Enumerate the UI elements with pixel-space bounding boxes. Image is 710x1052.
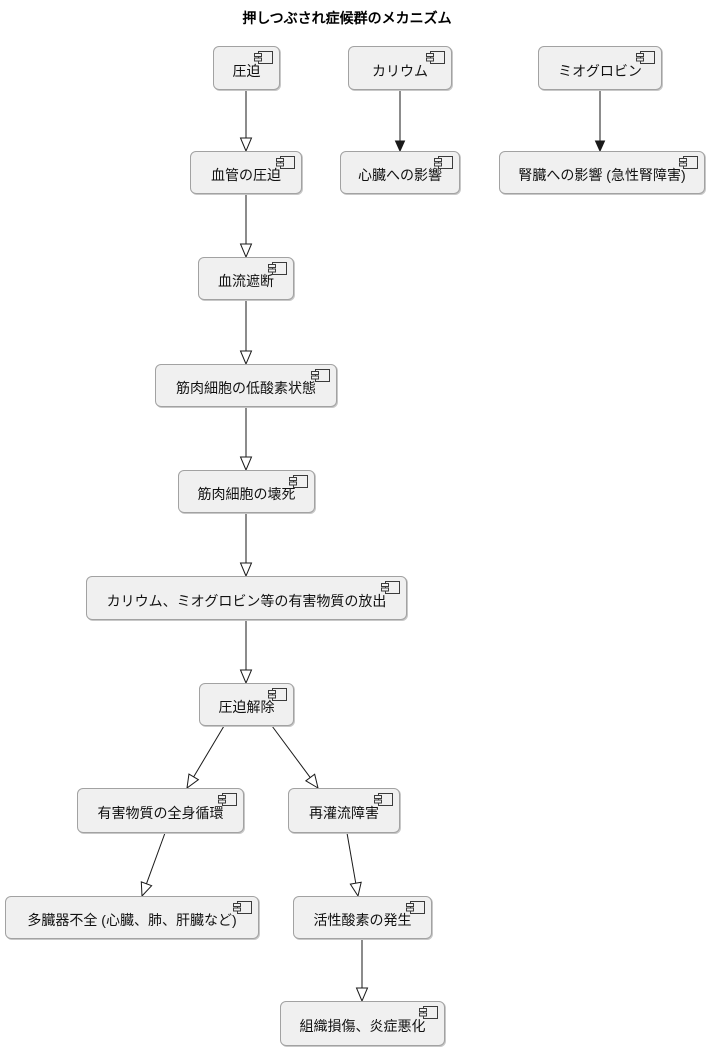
node-label-reperfusion-injury: 再灌流障害 [309, 805, 379, 821]
node-label-multi-organ-failure: 多臓器不全 (心臓、肺、肝臓など) [27, 912, 237, 928]
arrowhead-open-reperfusion-injury-to-ros-generation [349, 881, 362, 898]
component-icon [434, 156, 453, 169]
component-icon [311, 369, 330, 382]
node-label-toxin-release: カリウム、ミオグロビン等の有害物質の放出 [106, 592, 387, 609]
component-icon [276, 156, 295, 169]
edge-reperfusion-injury-to-ros-generation [346, 832, 357, 884]
node-label-muscle-necrosis: 筋肉細胞の壊死 [197, 486, 296, 502]
node-systemic-circulation: 有害物質の全身循環 [77, 788, 244, 833]
arrowhead-open-compression-release-to-reperfusion-injury [304, 773, 319, 790]
component-icon [268, 688, 287, 701]
component-icon [679, 156, 698, 169]
node-kidney-effect: 腎臓への影響 (急性腎障害) [499, 151, 705, 194]
edge-compression-release-to-systemic-circulation [193, 725, 225, 778]
component-icon [381, 581, 400, 594]
arrowhead-open-ros-generation-to-tissue-damage [355, 987, 369, 1003]
arrowhead-open-vascular-compression-to-blood-flow-blockage [239, 243, 253, 259]
node-label-kidney-effect: 腎臓への影響 (急性腎障害) [518, 167, 686, 183]
arrowhead-open-muscle-hypoxia-to-muscle-necrosis [239, 456, 253, 472]
arrowhead-open-toxin-release-to-compression-release [239, 669, 253, 685]
node-label-muscle-hypoxia: 筋肉細胞の低酸素状態 [176, 380, 316, 396]
node-muscle-hypoxia: 筋肉細胞の低酸素状態 [155, 364, 337, 407]
node-label-vascular-compression: 血管の圧迫 [211, 167, 281, 183]
node-label-compression-release: 圧迫解除 [218, 699, 275, 715]
component-icon [636, 51, 655, 64]
component-icon [233, 901, 252, 914]
node-label-compression: 圧迫 [232, 62, 261, 79]
node-label-myoglobin: ミオグロビン [558, 62, 642, 79]
arrowhead-open-systemic-circulation-to-multi-organ-failure [140, 881, 153, 898]
node-label-blood-flow-blockage: 血流遮断 [218, 273, 274, 289]
node-compression: 圧迫 [213, 46, 280, 90]
node-label-heart-effect: 心臓への影響 [358, 167, 442, 183]
diagram-title: 押しつぶされ症候群のメカニズム [242, 10, 452, 26]
node-multi-organ-failure: 多臓器不全 (心臓、肺、肝臓など) [5, 896, 259, 939]
component-icon [289, 475, 308, 488]
node-potassium: カリウム [348, 46, 452, 90]
component-icon [254, 51, 273, 64]
node-vascular-compression: 血管の圧迫 [190, 151, 302, 194]
node-muscle-necrosis: 筋肉細胞の壊死 [178, 470, 315, 513]
node-label-potassium: カリウム [372, 62, 428, 79]
node-ros-generation: 活性酸素の発生 [293, 896, 432, 939]
node-label-tissue-damage: 組織損傷、炎症悪化 [299, 1018, 426, 1034]
arrowhead-open-muscle-necrosis-to-toxin-release [239, 562, 253, 578]
edge-systemic-circulation-to-multi-organ-failure [145, 832, 166, 884]
arrowhead-open-compression-release-to-systemic-circulation [186, 773, 200, 790]
node-label-systemic-circulation: 有害物質の全身循環 [97, 805, 224, 821]
component-icon [419, 1006, 438, 1019]
edge-compression-release-to-reperfusion-injury [271, 725, 311, 778]
arrowhead-open-blood-flow-blockage-to-muscle-hypoxia [239, 350, 253, 366]
node-reperfusion-injury: 再灌流障害 [288, 788, 400, 833]
node-blood-flow-blockage: 血流遮断 [198, 257, 294, 300]
component-icon [426, 51, 445, 64]
node-compression-release: 圧迫解除 [199, 683, 294, 726]
arrowhead-filled-myoglobin-to-kidney-effect [594, 140, 606, 153]
component-icon [218, 793, 237, 806]
arrowhead-filled-potassium-to-heart-effect [394, 140, 406, 153]
component-icon [406, 901, 425, 914]
node-label-ros-generation: 活性酸素の発生 [313, 912, 412, 928]
node-heart-effect: 心臓への影響 [340, 151, 460, 194]
node-myoglobin: ミオグロビン [538, 46, 662, 90]
node-tissue-damage: 組織損傷、炎症悪化 [280, 1001, 445, 1046]
node-toxin-release: カリウム、ミオグロビン等の有害物質の放出 [86, 576, 407, 620]
component-icon [374, 793, 393, 806]
arrowhead-open-compression-to-vascular-compression [239, 137, 253, 153]
component-icon [268, 262, 287, 275]
